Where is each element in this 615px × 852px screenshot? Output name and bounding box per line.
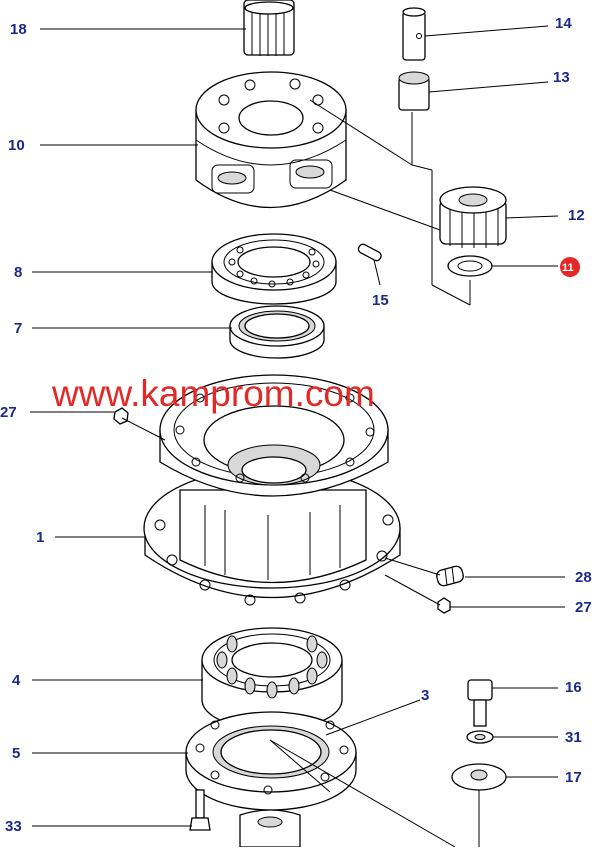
subassembly-bracket: [309, 99, 471, 306]
highlight-marker: [560, 257, 580, 277]
part-4-lower-bearing[interactable]: [201, 627, 343, 731]
part-11-thrust-washer[interactable]: [447, 255, 493, 277]
callout-7[interactable]: 7: [14, 320, 22, 337]
part-14-pin[interactable]: [402, 7, 426, 61]
leader-lines: [30, 25, 565, 827]
callout-3[interactable]: 3: [421, 687, 429, 704]
callout-12[interactable]: 12: [568, 207, 585, 224]
callout-16[interactable]: 16: [565, 679, 582, 696]
callout-labels: 18 10 8 7 27 1 4 5 33 14 13 12 11 15 28 …: [0, 15, 592, 835]
callout-14[interactable]: 14: [555, 15, 572, 32]
part-3-leader-lines: [269, 739, 456, 848]
callout-15[interactable]: 15: [372, 292, 389, 309]
callout-17[interactable]: 17: [565, 769, 582, 786]
part-15-spring-pin[interactable]: [357, 243, 382, 262]
part-17-plate[interactable]: [451, 763, 507, 847]
part-10-planet-carrier[interactable]: [195, 71, 347, 209]
callout-10[interactable]: 10: [8, 137, 25, 154]
callout-27-lower[interactable]: 27: [575, 599, 592, 616]
part-13-bushing[interactable]: [398, 71, 430, 111]
part-1-housing[interactable]: [143, 374, 401, 606]
watermark-text: www.kamprom.com: [51, 373, 375, 414]
callout-13[interactable]: 13: [553, 69, 570, 86]
callout-28[interactable]: 28: [575, 569, 592, 586]
callout-5[interactable]: 5: [12, 745, 20, 762]
part-16-bolt[interactable]: [467, 679, 493, 727]
callout-33[interactable]: 33: [5, 818, 22, 835]
part-12-planet-gear[interactable]: [439, 186, 507, 248]
callout-31[interactable]: 31: [565, 729, 582, 746]
part-28-plug[interactable]: [435, 565, 464, 587]
callout-8[interactable]: 8: [14, 264, 22, 281]
part-31-washer[interactable]: [466, 730, 494, 744]
callout-27-upper[interactable]: 27: [0, 404, 17, 421]
callout-11[interactable]: 11: [562, 262, 574, 274]
part-8-roller-bearing[interactable]: [211, 233, 337, 305]
part-7-oil-seal[interactable]: [229, 305, 325, 359]
part-27-nut-lower[interactable]: [437, 597, 451, 614]
part-18-pinion-gear[interactable]: [243, 0, 295, 56]
callout-4[interactable]: 4: [12, 672, 21, 689]
callout-1[interactable]: 1: [36, 529, 44, 546]
callout-18[interactable]: 18: [10, 21, 27, 38]
part-5-cover-plate[interactable]: [185, 711, 357, 811]
output-shaft: [239, 809, 301, 848]
